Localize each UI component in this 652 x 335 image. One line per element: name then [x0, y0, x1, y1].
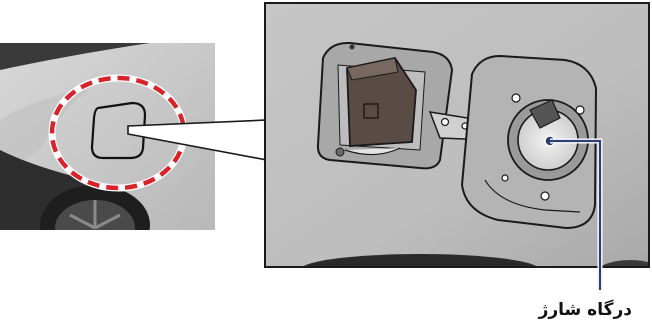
- housing-screw-c: [540, 191, 550, 201]
- window-edge: [0, 43, 150, 70]
- lid-hinge-disc: [344, 147, 401, 156]
- car-overview-panel: [0, 43, 215, 230]
- port-cap-tab: [529, 99, 561, 129]
- lid-screw: [335, 147, 345, 157]
- shadow-bottom: [302, 254, 538, 267]
- leader-line: [550, 139, 602, 290]
- lid-pin: [349, 44, 355, 50]
- hinge-bolt-a: [440, 117, 450, 127]
- zoom-detail-panel: [264, 2, 650, 268]
- callout-leader: [544, 135, 603, 290]
- zoom-frame: [264, 2, 650, 268]
- body-crease: [0, 90, 90, 175]
- housing-screw-b: [575, 105, 585, 115]
- charging-port-label: درگاه شارژ: [538, 300, 632, 320]
- shadow-corner: [599, 260, 649, 267]
- wheel-spokes: [69, 200, 121, 230]
- latch-slot: [363, 103, 379, 119]
- housing-screw-d: [501, 174, 509, 182]
- charge-lid-outline: [90, 101, 147, 160]
- lid-latch-top: [346, 57, 399, 81]
- housing-screw-a: [511, 93, 521, 103]
- housing-edge: [484, 179, 581, 213]
